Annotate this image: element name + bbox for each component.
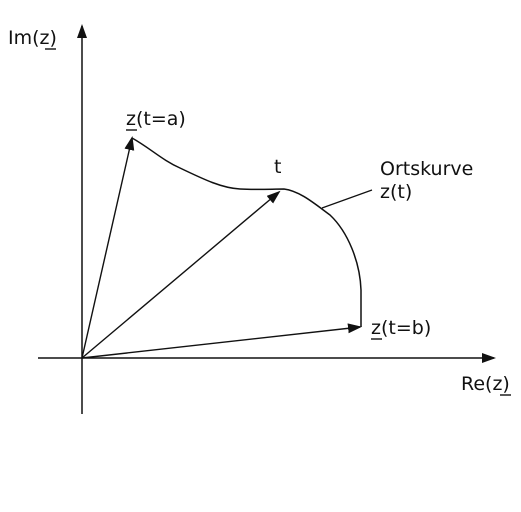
axis-y-label: Im(z): [8, 27, 57, 49]
locus-curve: [131, 137, 362, 327]
parameter-label: t: [274, 156, 281, 178]
vector-parameter: [81, 190, 281, 359]
vector-end: [81, 323, 362, 359]
vector-start: [81, 136, 135, 359]
curve-leader-line: [321, 189, 373, 209]
end-point-label: z(t=b): [371, 317, 431, 339]
start-point-label: z(t=a): [126, 108, 186, 130]
axis-x-label: Re(z): [461, 373, 510, 395]
curve-title: Ortskurve: [380, 158, 473, 180]
curve-name: z(t): [380, 181, 412, 203]
